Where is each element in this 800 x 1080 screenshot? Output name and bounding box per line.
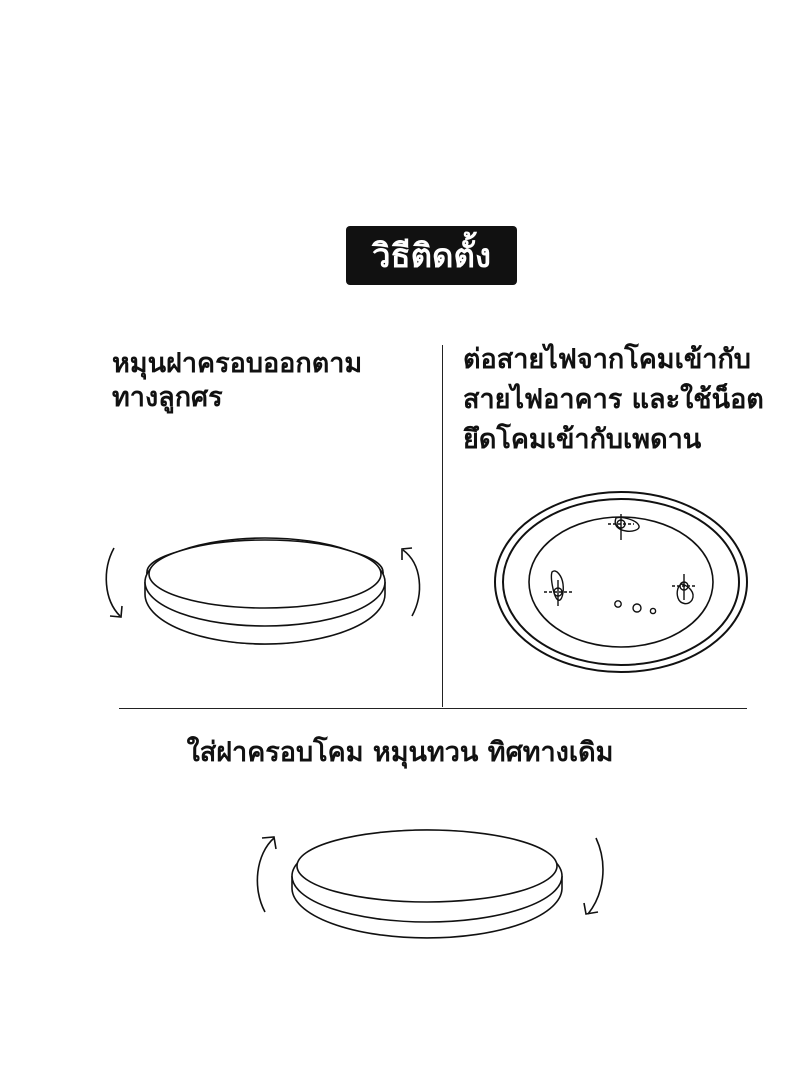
screw-slot-icon	[544, 570, 572, 606]
step-3-instruction: ใส่ฝาครอบโคม หมุนทวน ทิศทางเดิม	[186, 737, 614, 768]
rotate-arrow-right-icon	[583, 837, 604, 915]
step-2-illustration	[494, 491, 748, 673]
horizontal-divider	[119, 708, 747, 709]
step-1-instruction: หมุนฝาครอบออกตาม ทางลูกศร	[112, 348, 363, 413]
screw-slot-icon	[672, 574, 696, 605]
page-title: วิธีติดตั้ง	[346, 226, 517, 285]
page-title-text: วิธีติดตั้ง	[371, 236, 492, 275]
mounting-holes-icon	[614, 600, 657, 615]
rotate-arrow-left-icon	[256, 836, 277, 913]
vertical-divider	[442, 345, 443, 707]
rotate-arrow-right-icon	[401, 547, 421, 617]
screw-slot-icon	[608, 514, 640, 540]
lamp-cover-icon	[144, 537, 386, 645]
step-1-illustration	[105, 537, 421, 645]
lamp-cover-icon	[291, 829, 563, 939]
step-3-illustration	[256, 829, 604, 939]
rotate-arrow-left-icon	[105, 547, 123, 618]
step-2-instruction: ต่อสายไฟจากโคมเข้ากับ สายไฟอาคาร และใช้น…	[463, 344, 764, 455]
